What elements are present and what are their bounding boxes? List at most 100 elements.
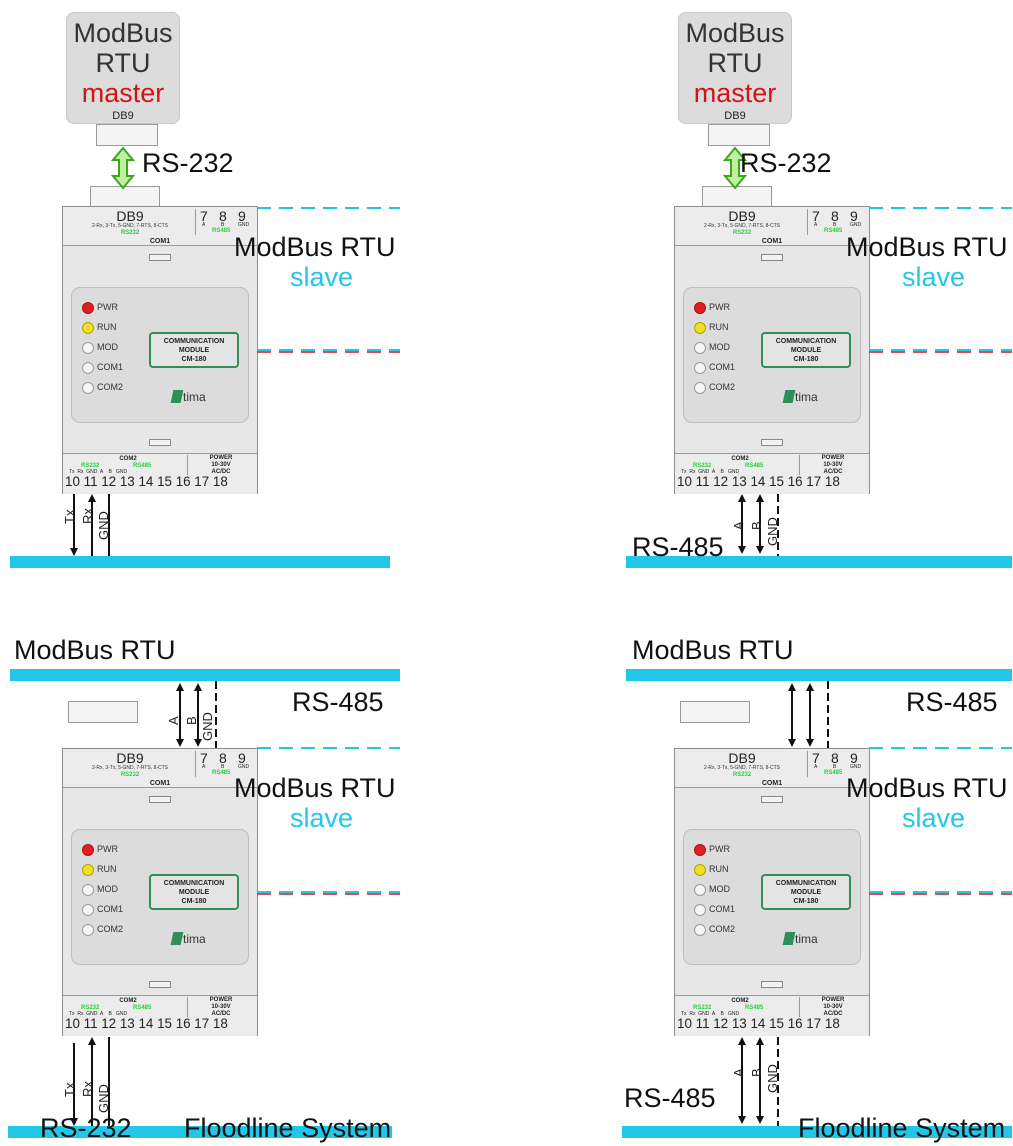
run-led-icon (694, 864, 706, 876)
rx-label: Rx (80, 508, 95, 524)
module-slot (761, 981, 783, 988)
a-label: A (731, 521, 746, 530)
rs485-top-pins: 7 8 9 A B GND RS485 (807, 208, 866, 235)
front-panel: PWR RUN MOD COM1 COM2 COMMUNICATION MODU… (71, 829, 249, 965)
pwr-label: PWR (709, 844, 730, 854)
rs485-link-label: RS-485 (906, 687, 998, 717)
terminal-numbers: 10 11 12 13 14 15 16 17 18 (677, 474, 840, 489)
slave-label: slave (902, 262, 966, 292)
module-slot (149, 981, 171, 988)
com1-led-label: COM1 (709, 904, 736, 914)
terminal-numbers: 10 11 12 13 14 15 16 17 18 (677, 1016, 840, 1031)
modbus-rtu-label: ModBus RTU (846, 232, 1008, 262)
cm180-module: DB9 2-Rx, 3-Tx, 5-GND, 7-RTS, 8-CTS RS23… (674, 748, 870, 1036)
utima-logo: tima (782, 390, 818, 404)
rs485-bus-label: RS-485 (632, 532, 724, 562)
wiring-lines (622, 669, 1012, 1138)
module-bottom-terminal: COM2 RS232 RS485 Tx Rx GND A B GND POWER… (63, 995, 257, 1036)
floodline-label: Floodline System (184, 1113, 392, 1143)
modbus-rtu-bus-label: ModBus RTU (632, 635, 794, 665)
com2-label: COM2 (731, 998, 749, 1004)
run-led-icon (82, 864, 94, 876)
run-label: RUN (97, 322, 117, 332)
db9-port-label: DB9 2-Rx, 3-Tx, 5-GND, 7-RTS, 8-CTS RS23… (91, 750, 169, 778)
rs485-link-label: RS-485 (292, 687, 384, 717)
rs485-top-pins: 7 8 9 A B GND RS485 (807, 750, 866, 777)
slave-label: slave (290, 803, 354, 833)
b-label: B (184, 716, 199, 725)
com2-led-icon (694, 382, 706, 394)
com2-label: COM2 (731, 456, 749, 462)
com1-label: COM1 (761, 238, 783, 245)
wiring-lines (10, 146, 400, 568)
module-top-terminal: DB9 2-Rx, 3-Tx, 5-GND, 7-RTS, 8-CTS RS23… (63, 207, 257, 246)
module-slot (761, 254, 783, 261)
pwr-label: PWR (709, 302, 730, 312)
rs232-link-label: RS-232 (740, 148, 832, 178)
rs232-link-label: RS-232 (142, 148, 234, 178)
tx-label: Tx (62, 509, 77, 524)
cm180-module: DB9 2-Rx, 3-Tx, 5-GND, 7-RTS, 8-CTS RS23… (62, 748, 258, 1036)
modbus-master-box: ModBus RTU master DB9 (678, 12, 792, 124)
run-label: RUN (709, 322, 729, 332)
utima-logo: tima (170, 932, 206, 946)
module-top-terminal: DB9 2-Rx, 3-Tx, 5-GND, 7-RTS, 8-CTS RS23… (675, 207, 869, 246)
b-label: B (749, 1068, 764, 1077)
module-top-terminal: DB9 2-Rx, 3-Tx, 5-GND, 7-RTS, 8-CTS RS23… (63, 749, 257, 788)
modbus-master-box: ModBus RTU master DB9 (66, 12, 180, 124)
mod-led-icon (82, 884, 94, 896)
bidirectional-arrow-icon (722, 146, 748, 190)
power-label: POWER 10-30V AC/DC (799, 997, 866, 1017)
slave-label: slave (290, 262, 354, 292)
diagram-rs485-master-rs232-floodline: DB9 2-Rx, 3-Tx, 5-GND, 7-RTS, 8-CTS RS23… (0, 573, 506, 1146)
pwr-led-icon (694, 844, 706, 856)
db9-port-label: DB9 2-Rx, 3-Tx, 5-GND, 7-RTS, 8-CTS RS23… (703, 750, 781, 778)
floodline-label: Floodline System (798, 1113, 1006, 1143)
db9-connector (680, 701, 750, 723)
gnd-label: GND (96, 511, 111, 540)
com2-led-label: COM2 (709, 382, 736, 392)
db9-connector (96, 124, 158, 146)
module-title-box: COMMUNICATION MODULE CM-180 (149, 332, 239, 368)
front-panel: PWR RUN MOD COM1 COM2 COMMUNICATION MODU… (71, 287, 249, 423)
power-label: POWER 10-30V AC/DC (187, 997, 254, 1017)
com2-led-icon (82, 924, 94, 936)
tx-label: Tx (62, 1082, 77, 1097)
gnd-label: GND (96, 1084, 111, 1113)
db9-port-label: DB9 2-Rx, 3-Tx, 5-GND, 7-RTS, 8-CTS RS23… (91, 208, 169, 236)
com1-led-icon (82, 904, 94, 916)
mod-led-icon (694, 342, 706, 354)
pwr-label: PWR (97, 844, 118, 854)
module-top-terminal: DB9 2-Rx, 3-Tx, 5-GND, 7-RTS, 8-CTS RS23… (675, 749, 869, 788)
module-title-box: COMMUNICATION MODULE CM-180 (761, 332, 851, 368)
power-label: POWER 10-30V AC/DC (187, 455, 254, 475)
module-slot (149, 439, 171, 446)
mod-led-icon (694, 884, 706, 896)
front-panel: PWR RUN MOD COM1 COM2 COMMUNICATION MODU… (683, 829, 861, 965)
utima-logo: tima (782, 932, 818, 946)
rs485-top-pins: 7 8 9 A B GND RS485 (195, 750, 254, 777)
gnd-label: GND (765, 517, 780, 546)
rs485-bus-label: RS-485 (624, 1083, 716, 1113)
modbus-rtu-label: ModBus RTU (234, 232, 396, 262)
mod-label: MOD (97, 884, 118, 894)
module-slot (761, 796, 783, 803)
cm180-module: DB9 2-Rx, 3-Tx, 5-GND, 7-RTS, 8-CTS RS23… (62, 206, 258, 494)
utima-logo: tima (170, 390, 206, 404)
modbus-rtu-label: ModBus RTU (846, 773, 1008, 803)
slave-label: slave (902, 803, 966, 833)
rs232-bus-label: RS-232 (44, 570, 136, 573)
com1-label: COM1 (149, 780, 171, 787)
mod-label: MOD (709, 342, 730, 352)
db9-connector (708, 124, 770, 146)
wiring-lines (626, 146, 1012, 568)
com2-label: COM2 (119, 456, 137, 462)
mod-label: MOD (97, 342, 118, 352)
a-label: A (166, 716, 181, 725)
module-slot (149, 796, 171, 803)
gnd-label: GND (765, 1064, 780, 1093)
com1-led-icon (694, 362, 706, 374)
com2-led-label: COM2 (709, 924, 736, 934)
terminal-numbers: 10 11 12 13 14 15 16 17 18 (65, 1016, 228, 1031)
terminal-numbers: 10 11 12 13 14 15 16 17 18 (65, 474, 228, 489)
